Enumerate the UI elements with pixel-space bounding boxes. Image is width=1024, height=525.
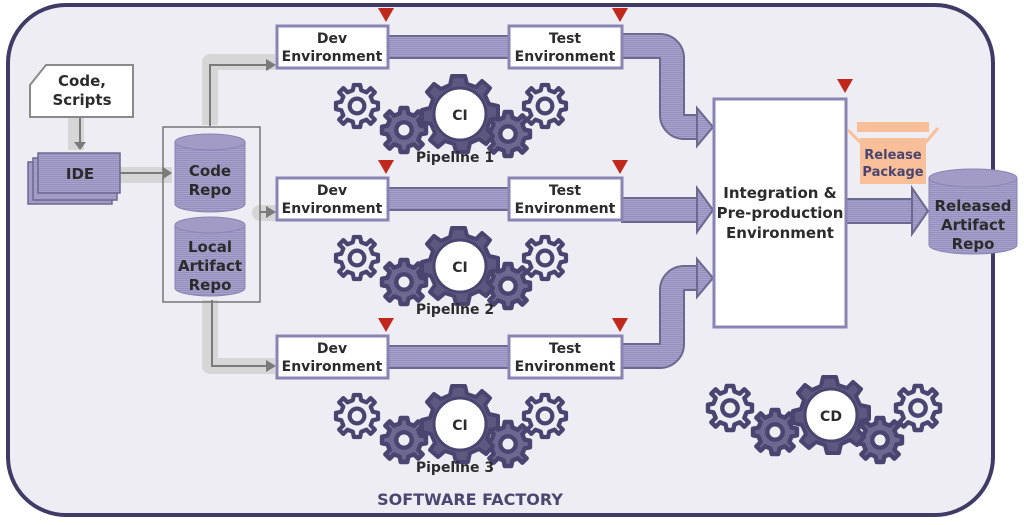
local-artifact-label-2: Artifact [178, 257, 242, 275]
integration-label-2: Pre-production [717, 204, 844, 222]
ci-label: CI [452, 260, 467, 276]
test-environment-box [507, 176, 624, 222]
release-package-box: Release Package [846, 122, 940, 184]
gear-icon [524, 85, 566, 127]
ide-stack: IDE [27, 152, 121, 205]
test-environment-label: Test [549, 341, 582, 357]
dev-environment-box [275, 176, 390, 222]
dev-environment-box [275, 334, 390, 380]
gear-icon [708, 386, 752, 430]
release-package-label-2: Package [862, 165, 923, 180]
code-scripts-label-2: Scripts [52, 91, 111, 109]
code-repo-cylinder: Code Repo [174, 133, 246, 213]
dev-environment-label: Dev [317, 183, 347, 199]
integration-label-3: Environment [726, 224, 834, 242]
test-environment-box [507, 334, 624, 380]
repo-container [162, 126, 261, 303]
gear-icon [524, 237, 566, 279]
gear-icon [382, 108, 426, 152]
ide-label: IDE [66, 165, 94, 183]
pipeline-name: Pipeline 2 [416, 302, 494, 318]
released-repo-label-1: Released [935, 197, 1012, 215]
cd-gear-cluster: CD [708, 375, 940, 462]
dev-environment-label: Environment [282, 49, 383, 65]
gear-icon [753, 410, 797, 454]
released-repo-label-3: Repo [952, 235, 995, 253]
local-artifact-repo-cylinder: Local Artifact Repo [174, 216, 246, 297]
ci-label: CI [452, 108, 467, 124]
integration-label-1: Integration & [723, 184, 836, 202]
pipe-segment [387, 345, 513, 369]
pipe-segment [387, 187, 513, 211]
dev-environment-label: Environment [282, 359, 383, 375]
gear-icon [336, 85, 378, 127]
dev-environment-label: Dev [317, 31, 347, 47]
release-package-label-1: Release [864, 148, 922, 163]
integration-environment: Integration & Pre-production Environment [712, 97, 848, 329]
local-artifact-label-1: Local [188, 238, 232, 256]
local-artifact-label-3: Repo [189, 276, 232, 294]
dev-environment-label: Dev [317, 341, 347, 357]
released-repo-label-2: Artifact [941, 216, 1005, 234]
released-artifact-repo-cylinder: Released Artifact Repo [928, 168, 1018, 255]
cd-label: CD [820, 409, 842, 425]
pipe-segment [387, 35, 513, 59]
gear-icon [336, 395, 378, 437]
test-environment-box [507, 24, 624, 70]
test-environment-label: Test [549, 31, 582, 47]
diagram-title: SOFTWARE FACTORY [377, 490, 563, 509]
code-scripts-label-1: Code, [58, 72, 106, 90]
dev-environment-label: Environment [282, 201, 383, 217]
code-repo-label-1: Code [189, 162, 231, 180]
gear-icon [858, 418, 902, 462]
pipeline-name: Pipeline 1 [416, 150, 494, 166]
pipeline-name: Pipeline 3 [416, 460, 494, 476]
test-environment-label: Environment [515, 359, 616, 375]
test-environment-label: Environment [515, 201, 616, 217]
gear-icon [896, 386, 940, 430]
code-scripts-document: Code, Scripts [29, 64, 134, 118]
source-connectors [68, 54, 283, 374]
pipe-connectors [621, 33, 930, 369]
code-repo-label-2: Repo [189, 181, 232, 199]
gear-icon [336, 237, 378, 279]
test-environment-label: Test [549, 183, 582, 199]
gear-icon [382, 260, 426, 304]
dev-environment-box [275, 24, 390, 70]
ci-label: CI [452, 418, 467, 434]
gear-icon [382, 418, 426, 462]
test-environment-label: Environment [515, 49, 616, 65]
gear-icon [524, 395, 566, 437]
